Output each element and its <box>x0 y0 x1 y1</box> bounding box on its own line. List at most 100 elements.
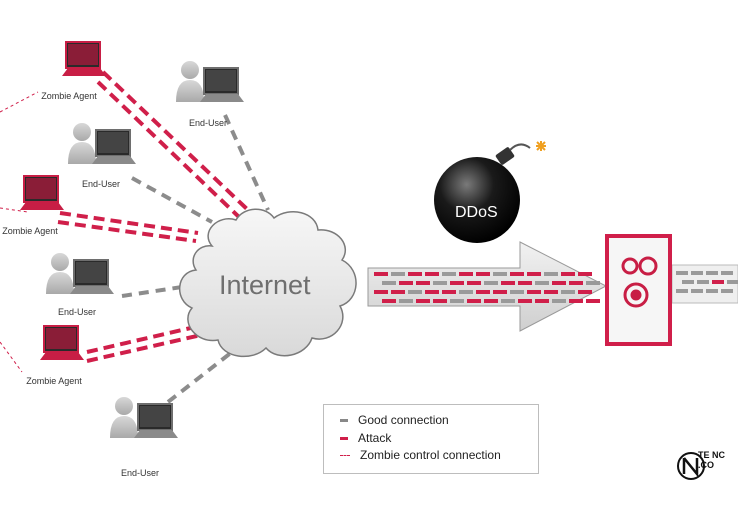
packet-brick <box>727 280 738 284</box>
packet-brick <box>382 299 396 303</box>
packet-brick <box>712 280 724 284</box>
ddos-bomb <box>434 141 546 243</box>
end-user-node <box>110 397 178 438</box>
attack-streams <box>57 70 250 363</box>
packet-brick <box>484 281 498 285</box>
packet-brick <box>561 290 575 294</box>
packet-brick <box>569 281 583 285</box>
packet-brick <box>676 289 688 293</box>
packet-brick <box>442 290 456 294</box>
packet-brick <box>578 272 592 276</box>
packet-brick <box>476 290 490 294</box>
packet-brick <box>433 281 447 285</box>
legend-good: Good connection <box>340 413 449 427</box>
legend-good-label: Good connection <box>358 413 449 427</box>
laptop-icon <box>62 41 106 76</box>
packet-brick <box>682 280 694 284</box>
brand-logo-icon <box>677 452 705 480</box>
packet-brick <box>544 290 558 294</box>
node-label: Zombie Agent <box>2 226 58 236</box>
packet-brick <box>518 299 532 303</box>
end-user-node <box>68 123 136 164</box>
packet-brick <box>552 299 566 303</box>
node-label: End-User <box>120 468 160 478</box>
zombie-agent-node <box>40 325 84 360</box>
node-label: End-User <box>57 307 97 317</box>
packet-brick <box>467 281 481 285</box>
packet-brick <box>544 272 558 276</box>
person-icon <box>68 123 96 164</box>
legend: Good connection Attack Zombie control co… <box>323 404 539 474</box>
packet-brick <box>501 299 515 303</box>
brand-text: TE NC .CO <box>698 450 725 470</box>
person-icon <box>46 253 74 294</box>
legend-attack: Attack <box>340 431 391 445</box>
legend-zombie: Zombie control connection <box>340 448 501 462</box>
packet-brick <box>408 272 422 276</box>
packet-brick <box>391 290 405 294</box>
packet-brick <box>706 289 718 293</box>
good-swatch <box>340 418 348 422</box>
packet-brick <box>527 272 541 276</box>
packet-brick <box>493 290 507 294</box>
laptop-icon <box>40 325 84 360</box>
packet-brick <box>459 272 473 276</box>
laptop-icon <box>92 129 136 164</box>
packet-brick <box>493 272 507 276</box>
node-label: Zombie Agent <box>26 376 82 386</box>
laptop-icon <box>200 67 244 102</box>
packet-brick <box>586 299 600 303</box>
packet-brick <box>399 281 413 285</box>
packet-brick <box>408 290 422 294</box>
packet-brick <box>476 272 490 276</box>
internet-label: Internet <box>219 270 311 300</box>
packet-brick <box>721 289 733 293</box>
laptop-icon <box>134 403 178 438</box>
packet-brick <box>391 272 405 276</box>
node-label: Zombie Agent <box>41 91 97 101</box>
node-label: End-User <box>81 179 121 189</box>
brand-logo: TE NC .CO <box>676 450 738 490</box>
packet-brick <box>416 299 430 303</box>
packet-brick <box>706 271 718 275</box>
packet-brick <box>586 281 600 285</box>
packet-brick <box>484 299 498 303</box>
zombie-swatch <box>340 454 350 456</box>
attack-swatch <box>340 436 348 440</box>
packet-brick <box>569 299 583 303</box>
end-user-node <box>176 61 244 102</box>
packet-brick <box>450 281 464 285</box>
zombie-agent-node <box>20 175 64 210</box>
packet-brick <box>578 290 592 294</box>
legend-zombie-label: Zombie control connection <box>360 448 501 462</box>
good-connections <box>121 114 270 404</box>
packet-brick <box>535 281 549 285</box>
packet-brick <box>450 299 464 303</box>
ddos-label: DDoS <box>455 204 498 221</box>
attack-arrow <box>367 241 608 332</box>
packet-brick <box>459 290 473 294</box>
packet-brick <box>510 290 524 294</box>
packet-brick <box>552 281 566 285</box>
packet-brick <box>510 272 524 276</box>
packet-brick <box>697 280 709 284</box>
person-icon <box>176 61 204 102</box>
packet-brick <box>691 271 703 275</box>
zombie-agent-node <box>62 41 106 76</box>
packet-brick <box>425 272 439 276</box>
laptop-icon <box>20 175 64 210</box>
packet-brick <box>425 290 439 294</box>
packet-brick <box>561 272 575 276</box>
packet-brick <box>721 271 733 275</box>
packet-brick <box>676 271 688 275</box>
internet-cloud <box>178 208 357 358</box>
packet-brick <box>501 281 515 285</box>
packet-brick <box>518 281 532 285</box>
target-server <box>605 234 672 346</box>
packet-brick <box>691 289 703 293</box>
packet-brick <box>374 272 388 276</box>
packet-brick <box>442 272 456 276</box>
person-icon <box>110 397 138 438</box>
